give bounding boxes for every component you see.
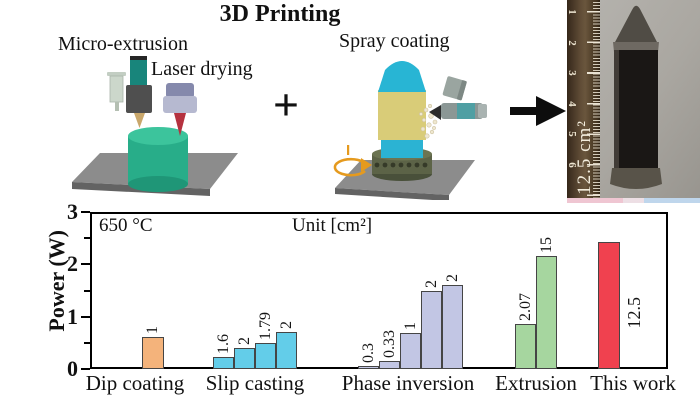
y-axis-major-tick [81,368,90,370]
bar-phase-inversion-0.3 [358,366,379,369]
category-label-extrusion: Extrusion [495,371,577,395]
bar-area-label: 2.07 [516,293,534,321]
bar-area-label: 2 [235,336,253,345]
spray-coating-illustration [333,61,487,200]
syringe-flange [107,72,126,76]
micro-extrusion-label: Micro-extrusion [58,33,188,55]
bar-area-label: 15 [537,236,555,253]
plus-sign: + [272,79,300,130]
bar-area-label: 0.3 [359,343,377,364]
y-axis-major-tick [81,263,90,266]
tube-collar [613,42,659,52]
extruder-cap [130,56,147,63]
extruder-barrel [130,60,147,88]
ruler: 123456 12.5 cm² [567,0,600,198]
tube-highlight [614,50,619,170]
spray-gun-nozzle [429,105,441,120]
spray-gun-cup [442,76,467,101]
ruler-number: 2 [567,40,578,46]
bar-area-label: 0.33 [380,330,398,359]
bar-extrusion-15 [536,255,557,369]
printed-cylinder-bottom [128,176,188,192]
category-label-phase-inversion: Phase inversion [341,371,475,395]
bar-phase-inversion-2 [421,291,442,369]
laser-head-top [166,83,194,98]
syringe-tip [115,102,119,111]
sample-photo: 123456 12.5 cm² [567,0,700,198]
bar-dip-coating-1 [142,337,164,369]
laser-drying-label: Laser drying [151,58,253,80]
category-label-slip-casting: Slip casting [205,371,305,395]
y-axis-major-tick [81,315,90,318]
y-axis-tick-label: 3 [67,199,78,224]
bar-slip-casting-1.79 [255,342,276,369]
spray-gun-endcap [478,104,487,118]
category-label-dip-coating: Dip coating [85,371,185,395]
y-axis-minor-tick [84,289,90,292]
bar-slip-casting-2 [276,331,297,369]
holder-rib [406,162,412,168]
y-axis-tick-label: 2 [67,251,78,277]
bar-phase-inversion-2 [442,285,463,369]
tube-body [614,50,658,170]
bar-area-label: 12.5 [624,297,644,329]
tube-cone-top [378,61,426,92]
holder-rib [382,162,388,168]
holder-rib [390,162,396,168]
bar-area-label: 2 [443,274,461,283]
bar-area-label: 1 [144,326,161,335]
sample-area-label: 12.5 cm² [574,120,595,195]
micro-extrusion-illustration [72,56,238,196]
temperature-annotation: 650 °C [99,215,153,236]
tube-cone [614,5,658,44]
ruler-number: 4 [567,101,578,107]
holder-rib [422,162,428,168]
y-axis-major-tick [81,211,90,213]
bar-area-label: 1.79 [256,311,274,340]
coated-layer [378,90,426,140]
turntable-platform-front [335,188,449,200]
bar-area-label: 1 [401,321,419,330]
printed-cylinder-top [128,127,188,145]
category-label-this-work: This work [590,371,676,395]
y-axis-tick-label: 0 [67,356,78,381]
bar-area-label: 1.6 [214,333,232,354]
y-axis-minor-tick [84,341,90,344]
tube-base [610,168,662,189]
holder-rib [414,162,420,168]
bar-slip-casting-1.6 [213,356,234,369]
bar-this-work-12.5 [598,242,620,369]
y-axis-tick-label: 1 [67,303,78,329]
laser-head-body [163,96,197,113]
extruder-clamp [126,85,152,113]
holder-rib [398,162,404,168]
ruler-number: 3 [567,70,578,76]
ruler-number: 1 [567,9,578,15]
printed-tube [610,5,662,189]
extruder-nozzle [134,113,145,128]
laser-beam [174,113,186,136]
photo-edge-artifact [567,198,700,203]
holder-rib [374,162,380,168]
unit-annotation: Unit [cm²] [292,215,373,236]
rotation-arrow-icon [333,145,372,177]
y-axis-minor-tick [84,237,90,240]
bar-area-label: 2 [422,280,440,289]
bar-extrusion-2.07 [515,323,536,369]
figure-title: 3D Printing [219,1,341,27]
bar-slip-casting-2 [234,347,255,369]
spray-coating-label: Spray coating [339,30,450,52]
bar-area-label: 2 [277,320,295,329]
bar-phase-inversion-0.33 [379,361,400,369]
spray-gun-grip [457,103,475,119]
right-arrow-icon [510,96,566,126]
bar-phase-inversion-1 [400,332,421,369]
tube-lower-body [381,138,423,158]
